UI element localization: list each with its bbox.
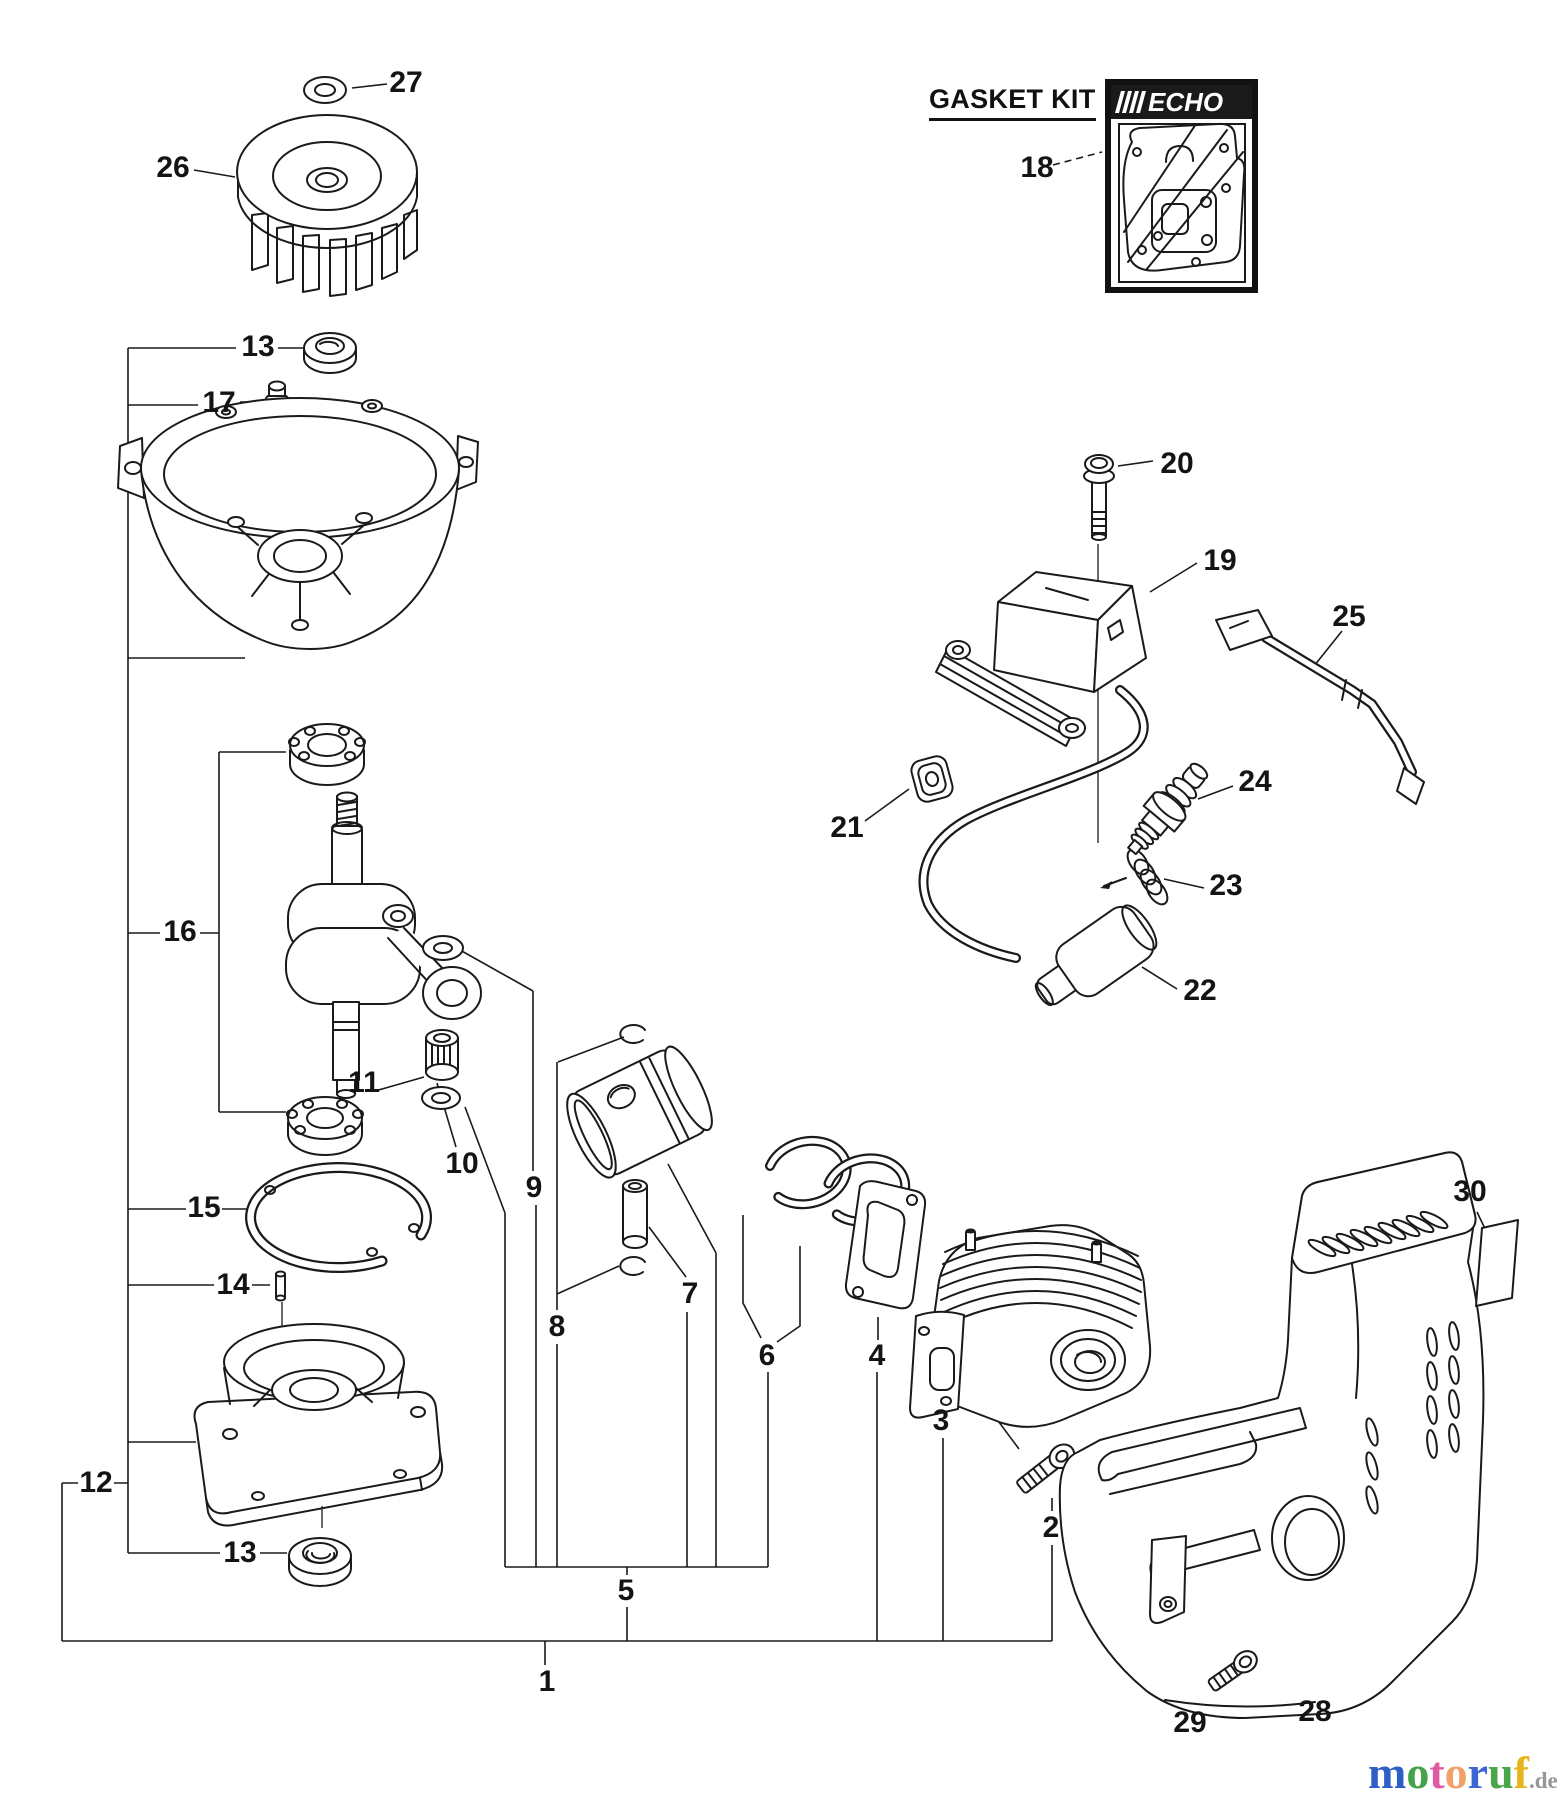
cylinder-drawing bbox=[909, 1224, 1152, 1428]
callout-28: 28 bbox=[1298, 1695, 1332, 1728]
crankcase-upper-drawing bbox=[117, 397, 479, 650]
cylinder-gasket-drawing bbox=[844, 1180, 927, 1310]
callout-16: 16 bbox=[163, 915, 197, 948]
watermark-letter: r bbox=[1467, 1747, 1489, 1798]
callout-7: 7 bbox=[681, 1277, 699, 1310]
grommet-drawing bbox=[910, 755, 954, 803]
callout-8: 8 bbox=[548, 1310, 566, 1343]
motoruf-watermark: motoruf.de bbox=[1368, 1750, 1558, 1796]
callout-22: 22 bbox=[1183, 974, 1217, 1007]
callout-11: 11 bbox=[348, 1066, 380, 1099]
ignition-coil-drawing bbox=[935, 571, 1147, 747]
callout-4: 4 bbox=[868, 1339, 886, 1372]
callout-17: 17 bbox=[202, 386, 236, 419]
bolt-20-drawing bbox=[1083, 454, 1115, 541]
bearing-lower-drawing bbox=[286, 1096, 364, 1156]
washer-27-drawing bbox=[303, 76, 347, 104]
pin-14-drawing bbox=[275, 1270, 286, 1302]
flywheel-drawing bbox=[236, 114, 418, 297]
cover-louvers bbox=[1307, 1210, 1460, 1515]
callout-6: 6 bbox=[758, 1339, 776, 1372]
piston-kit-drawing bbox=[566, 1023, 911, 1276]
watermark-letter: f bbox=[1513, 1747, 1529, 1798]
callout-14: 14 bbox=[216, 1268, 250, 1301]
gasket-kit-box: ECHO bbox=[1105, 79, 1258, 293]
washers-9-drawing bbox=[421, 935, 464, 1110]
spark-plug-wire-drawing bbox=[918, 685, 1149, 963]
watermark-letter: o bbox=[1406, 1747, 1430, 1798]
callout-19: 19 bbox=[1203, 544, 1237, 577]
bearing-upper-drawing bbox=[288, 723, 366, 786]
callout-9: 9 bbox=[525, 1171, 543, 1204]
watermark-letter: u bbox=[1488, 1747, 1514, 1798]
screw-29-drawing bbox=[1207, 1650, 1258, 1692]
callout-27: 27 bbox=[389, 66, 423, 99]
crankcase-lower-drawing bbox=[193, 1323, 444, 1527]
echo-logo-text: ECHO bbox=[1148, 87, 1223, 117]
watermark-letter: o bbox=[1444, 1747, 1468, 1798]
spring-drawing bbox=[1100, 848, 1169, 906]
callout-13-top: 13 bbox=[241, 330, 275, 363]
watermark-letter: m bbox=[1368, 1747, 1407, 1798]
callout-21: 21 bbox=[830, 811, 864, 844]
spark-plug-drawing bbox=[1127, 762, 1209, 856]
decal-30-drawing bbox=[1475, 1219, 1519, 1307]
callout-3: 3 bbox=[932, 1404, 950, 1437]
callout-29: 29 bbox=[1173, 1706, 1207, 1739]
crankshaft-drawing bbox=[285, 791, 482, 1099]
callout-1: 1 bbox=[538, 1665, 556, 1698]
spark-plug-cap-drawing bbox=[1034, 904, 1158, 1007]
watermark-suffix: .de bbox=[1529, 1768, 1558, 1793]
callout-23: 23 bbox=[1209, 869, 1243, 902]
engine-cover-drawing bbox=[1058, 1151, 1519, 1719]
callout-5: 5 bbox=[617, 1574, 635, 1607]
bearing-13-bottom-drawing bbox=[288, 1537, 352, 1587]
callout-10: 10 bbox=[445, 1147, 479, 1180]
callout-30: 30 bbox=[1453, 1175, 1487, 1208]
callout-18: 18 bbox=[1020, 151, 1054, 184]
callout-12: 12 bbox=[79, 1466, 113, 1499]
gasket-kit-heading: GASKET KIT bbox=[929, 84, 1096, 121]
watermark-letter: t bbox=[1429, 1747, 1445, 1798]
callout-20: 20 bbox=[1160, 447, 1194, 480]
oil-seal-top-drawing bbox=[303, 332, 357, 374]
callout-24: 24 bbox=[1238, 765, 1272, 798]
callout-25: 25 bbox=[1332, 600, 1366, 633]
kill-switch-wire-drawing bbox=[1215, 609, 1425, 805]
retainer-clip-drawing bbox=[245, 1162, 433, 1274]
callout-13-bottom: 13 bbox=[223, 1536, 257, 1569]
callout-26: 26 bbox=[156, 151, 190, 184]
callout-2: 2 bbox=[1042, 1511, 1060, 1544]
callout-15: 15 bbox=[187, 1191, 221, 1224]
needle-bearing-drawing bbox=[425, 1029, 459, 1081]
gasket-kit-contents-drawing bbox=[1122, 122, 1246, 272]
